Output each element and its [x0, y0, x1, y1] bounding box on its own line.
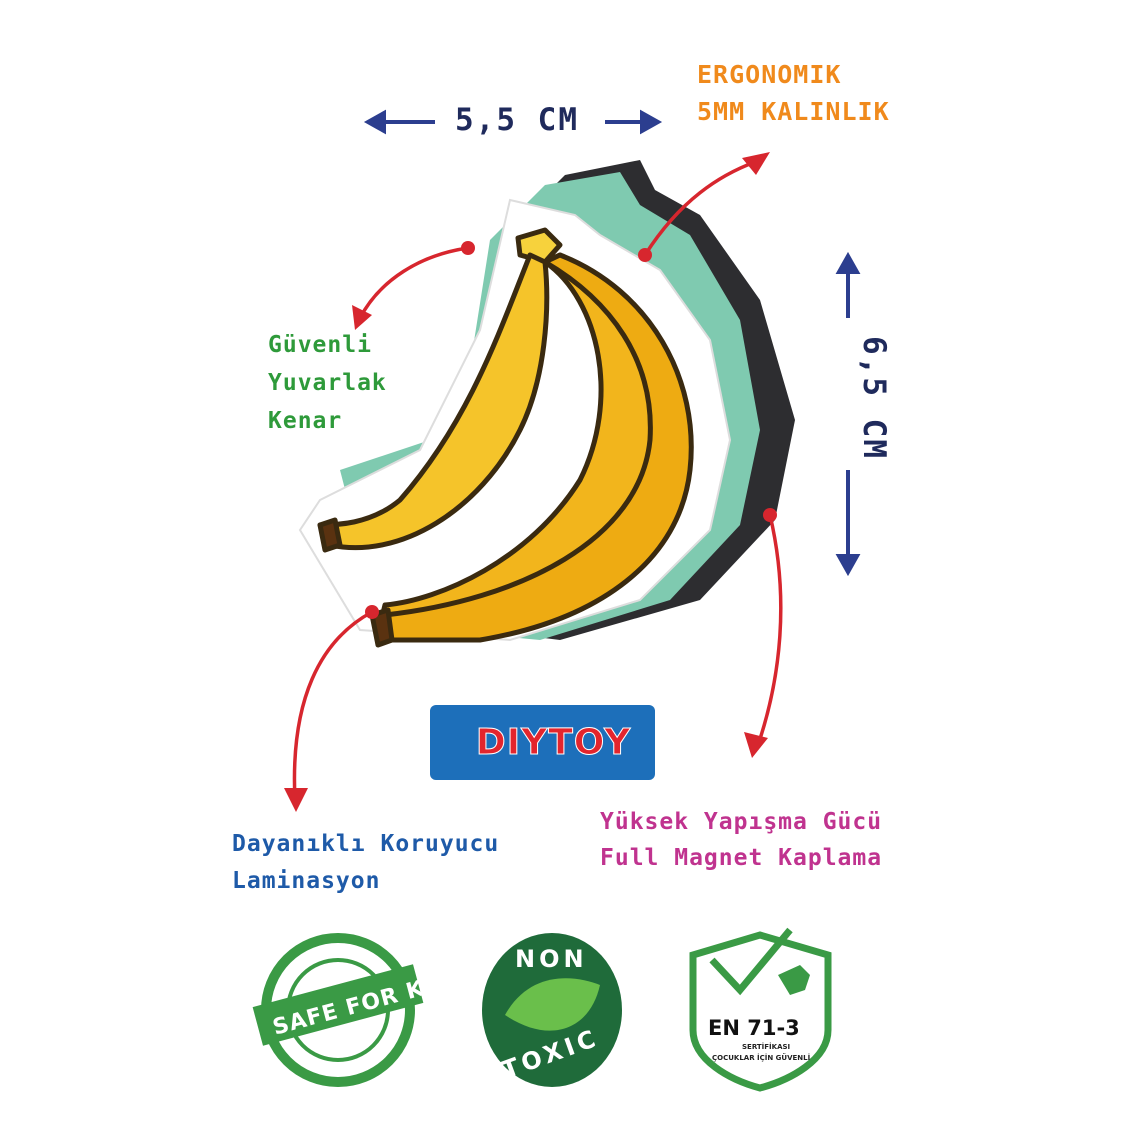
thickness-label: 5MM KALINLIK	[697, 97, 890, 126]
magnet-label: Yüksek Yapışma Gücü Full Magnet Kaplama	[600, 804, 882, 876]
safe-edge-line: Güvenli	[268, 332, 372, 358]
callout-arrowheads	[284, 152, 777, 812]
magnet-line: Yüksek Yapışma Gücü	[600, 809, 883, 835]
non-text: NON	[515, 945, 588, 973]
logo-text: DIYTOY	[475, 722, 632, 764]
height-dimension: 6,5 CM	[855, 336, 892, 460]
non-toxic-badge	[482, 933, 622, 1087]
safe-edge-line: Yuvarlak	[268, 370, 387, 396]
width-dimension: 5,5 CM	[455, 102, 579, 138]
en71-subtitle: SERTİFİKASI	[742, 1043, 791, 1051]
safe-edge-label: Güvenli Yuvarlak Kenar	[268, 326, 387, 440]
magnet-line: Full Magnet Kaplama	[600, 845, 883, 871]
width-arrows	[363, 109, 663, 135]
safe-edge-line: Kenar	[268, 408, 343, 434]
safe-for-kids-badge	[252, 933, 424, 1087]
callout-arrows	[292, 160, 783, 801]
en71-badge	[689, 927, 832, 1092]
lamination-line: Laminasyon	[232, 868, 381, 894]
height-arrows	[835, 251, 861, 577]
lamination-line: Dayanıklı Koruyucu	[232, 831, 500, 857]
lamination-label: Dayanıklı Koruyucu Laminasyon	[232, 826, 499, 900]
ergonomic-label: ERGONOMIK	[697, 60, 842, 89]
en71-subtitle-2: ÇOCUKLAR İÇİN GÜVENLİ	[712, 1054, 811, 1062]
banana-illustration	[317, 227, 694, 648]
en71-text: EN 71-3	[708, 1016, 800, 1040]
diytoy-logo: DIYTOY	[430, 705, 655, 780]
